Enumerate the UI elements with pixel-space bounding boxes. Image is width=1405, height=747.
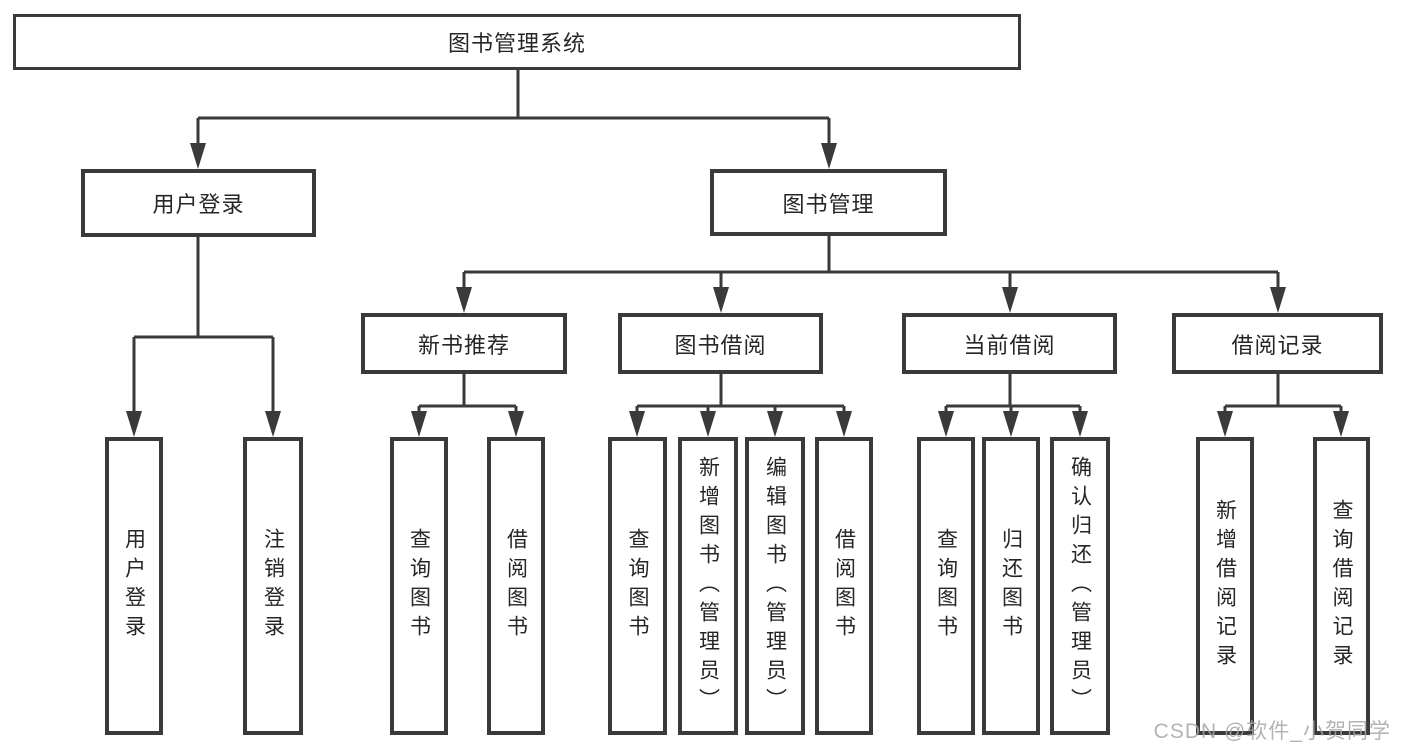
leaf-query-borrow-record: 查询借阅记录 — [1313, 437, 1370, 735]
connector-lines — [196, 70, 831, 164]
leaf-query-books-newbook-label: 查询图书 — [407, 528, 431, 644]
node-book-management-label: 图书管理 — [782, 191, 875, 217]
node-root: 图书管理系统 — [13, 14, 1021, 70]
node-borrow-records: 借阅记录 — [1172, 313, 1383, 374]
connector-lines — [132, 237, 275, 432]
node-root-label: 图书管理系统 — [447, 31, 586, 56]
leaf-return-book: 归还图书 — [982, 437, 1040, 735]
leaf-add-borrow-record: 新增借阅记录 — [1196, 437, 1254, 735]
leaf-add-book-admin: 新增图书（管理员） — [678, 437, 738, 735]
connector-current-borrow-children — [938, 374, 1088, 437]
connector-lines — [635, 374, 846, 432]
node-borrow-records-label: 借阅记录 — [1231, 332, 1324, 358]
leaf-add-book-admin-label: 新增图书（管理员） — [696, 455, 720, 717]
node-current-borrow: 当前借阅 — [902, 313, 1117, 374]
leaf-borrow-books-newbook: 借阅图书 — [487, 437, 545, 735]
arrow-heads — [126, 411, 281, 437]
leaf-logout: 注销登录 — [243, 437, 303, 735]
connector-borrow-record-children — [1217, 374, 1349, 437]
node-current-borrow-label: 当前借阅 — [963, 332, 1056, 358]
connector-book-management-children — [456, 236, 1286, 313]
leaf-borrow-books-label: 借阅图书 — [832, 528, 856, 644]
arrow-heads — [456, 287, 1286, 313]
leaf-query-books-borrow-label: 查询图书 — [626, 528, 649, 644]
leaf-edit-book-admin-label: 编辑图书（管理员） — [763, 455, 787, 717]
node-new-book-recommend: 新书推荐 — [361, 313, 567, 374]
leaf-query-books-newbook: 查询图书 — [390, 437, 448, 735]
csdn-watermark: CSDN @软件_小贺同学 — [1153, 720, 1391, 743]
node-new-book-recommend-label: 新书推荐 — [417, 332, 510, 358]
node-user-login: 用户登录 — [81, 169, 316, 237]
node-book-management: 图书管理 — [710, 169, 947, 236]
arrow-heads — [1217, 411, 1349, 437]
leaf-borrow-books-newbook-label: 借阅图书 — [504, 528, 528, 644]
leaf-edit-book-admin: 编辑图书（管理员） — [745, 437, 805, 735]
connector-root-to-level2 — [190, 70, 837, 169]
node-book-borrow: 图书借阅 — [618, 313, 823, 374]
connector-user-login-children — [126, 237, 281, 437]
arrow-heads — [629, 411, 852, 437]
connector-lines — [417, 374, 518, 432]
connector-book-borrow-children — [629, 374, 852, 437]
leaf-query-books-current-label: 查询图书 — [934, 528, 958, 644]
leaf-confirm-return-admin: 确认归还（管理员） — [1050, 437, 1110, 735]
arrow-heads — [938, 411, 1088, 437]
leaf-return-book-label: 归还图书 — [999, 528, 1023, 644]
arrow-heads — [411, 411, 524, 437]
leaf-confirm-return-admin-label: 确认归还（管理员） — [1068, 455, 1092, 717]
connector-lines — [1223, 374, 1343, 432]
leaf-query-books-borrow: 查询图书 — [608, 437, 667, 735]
leaf-add-borrow-record-label: 新增借阅记录 — [1213, 499, 1237, 673]
arrow-heads — [190, 143, 837, 169]
leaf-logout-label: 注销登录 — [261, 528, 285, 644]
leaf-user-login-label: 用户登录 — [122, 528, 146, 644]
leaf-borrow-books: 借阅图书 — [815, 437, 873, 735]
leaf-query-borrow-record-label: 查询借阅记录 — [1330, 499, 1353, 673]
connector-lines — [462, 236, 1280, 308]
node-book-borrow-label: 图书借阅 — [674, 332, 767, 358]
node-user-login-label: 用户登录 — [152, 192, 245, 217]
leaf-query-books-current: 查询图书 — [917, 437, 975, 735]
connector-new-book-children — [411, 374, 524, 437]
leaf-user-login: 用户登录 — [105, 437, 163, 735]
